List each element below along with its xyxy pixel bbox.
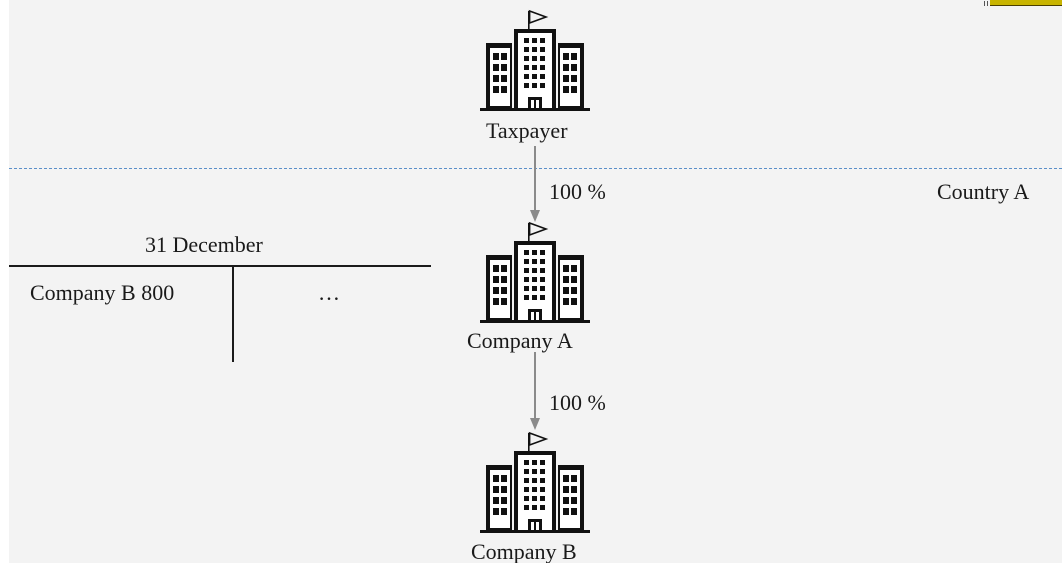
corner-tick xyxy=(987,1,988,6)
t-account: 31 December Company B 800 … xyxy=(9,232,431,364)
t-account-horizontal-rule xyxy=(9,265,431,267)
t-account-vertical-rule xyxy=(232,266,234,362)
office-building-icon xyxy=(480,221,590,323)
t-account-credit-entry: … xyxy=(318,280,340,305)
t-account-title: 31 December xyxy=(145,232,263,257)
company-a-label: Company A xyxy=(467,328,573,353)
company-b-building-icon xyxy=(480,430,590,534)
t-account-debit-entry: Company B 800 xyxy=(30,280,175,305)
corner-tick xyxy=(984,1,985,6)
taxpayer-building-icon xyxy=(480,8,590,112)
company-b-label: Company B xyxy=(471,539,577,563)
office-building-icon xyxy=(480,431,590,533)
corner-accent-mark xyxy=(984,0,1062,7)
ownership-share-label: 100 % xyxy=(549,390,606,415)
company-a-building-icon xyxy=(480,220,590,324)
taxpayer-label: Taxpayer xyxy=(486,118,568,143)
ownership-arrow xyxy=(530,146,540,222)
office-building-icon xyxy=(480,9,590,111)
country-a-label: Country A xyxy=(937,179,1030,204)
ownership-arrow xyxy=(530,352,540,430)
ownership-share-label: 100 % xyxy=(549,179,606,204)
corner-accent-bar xyxy=(990,0,1062,6)
